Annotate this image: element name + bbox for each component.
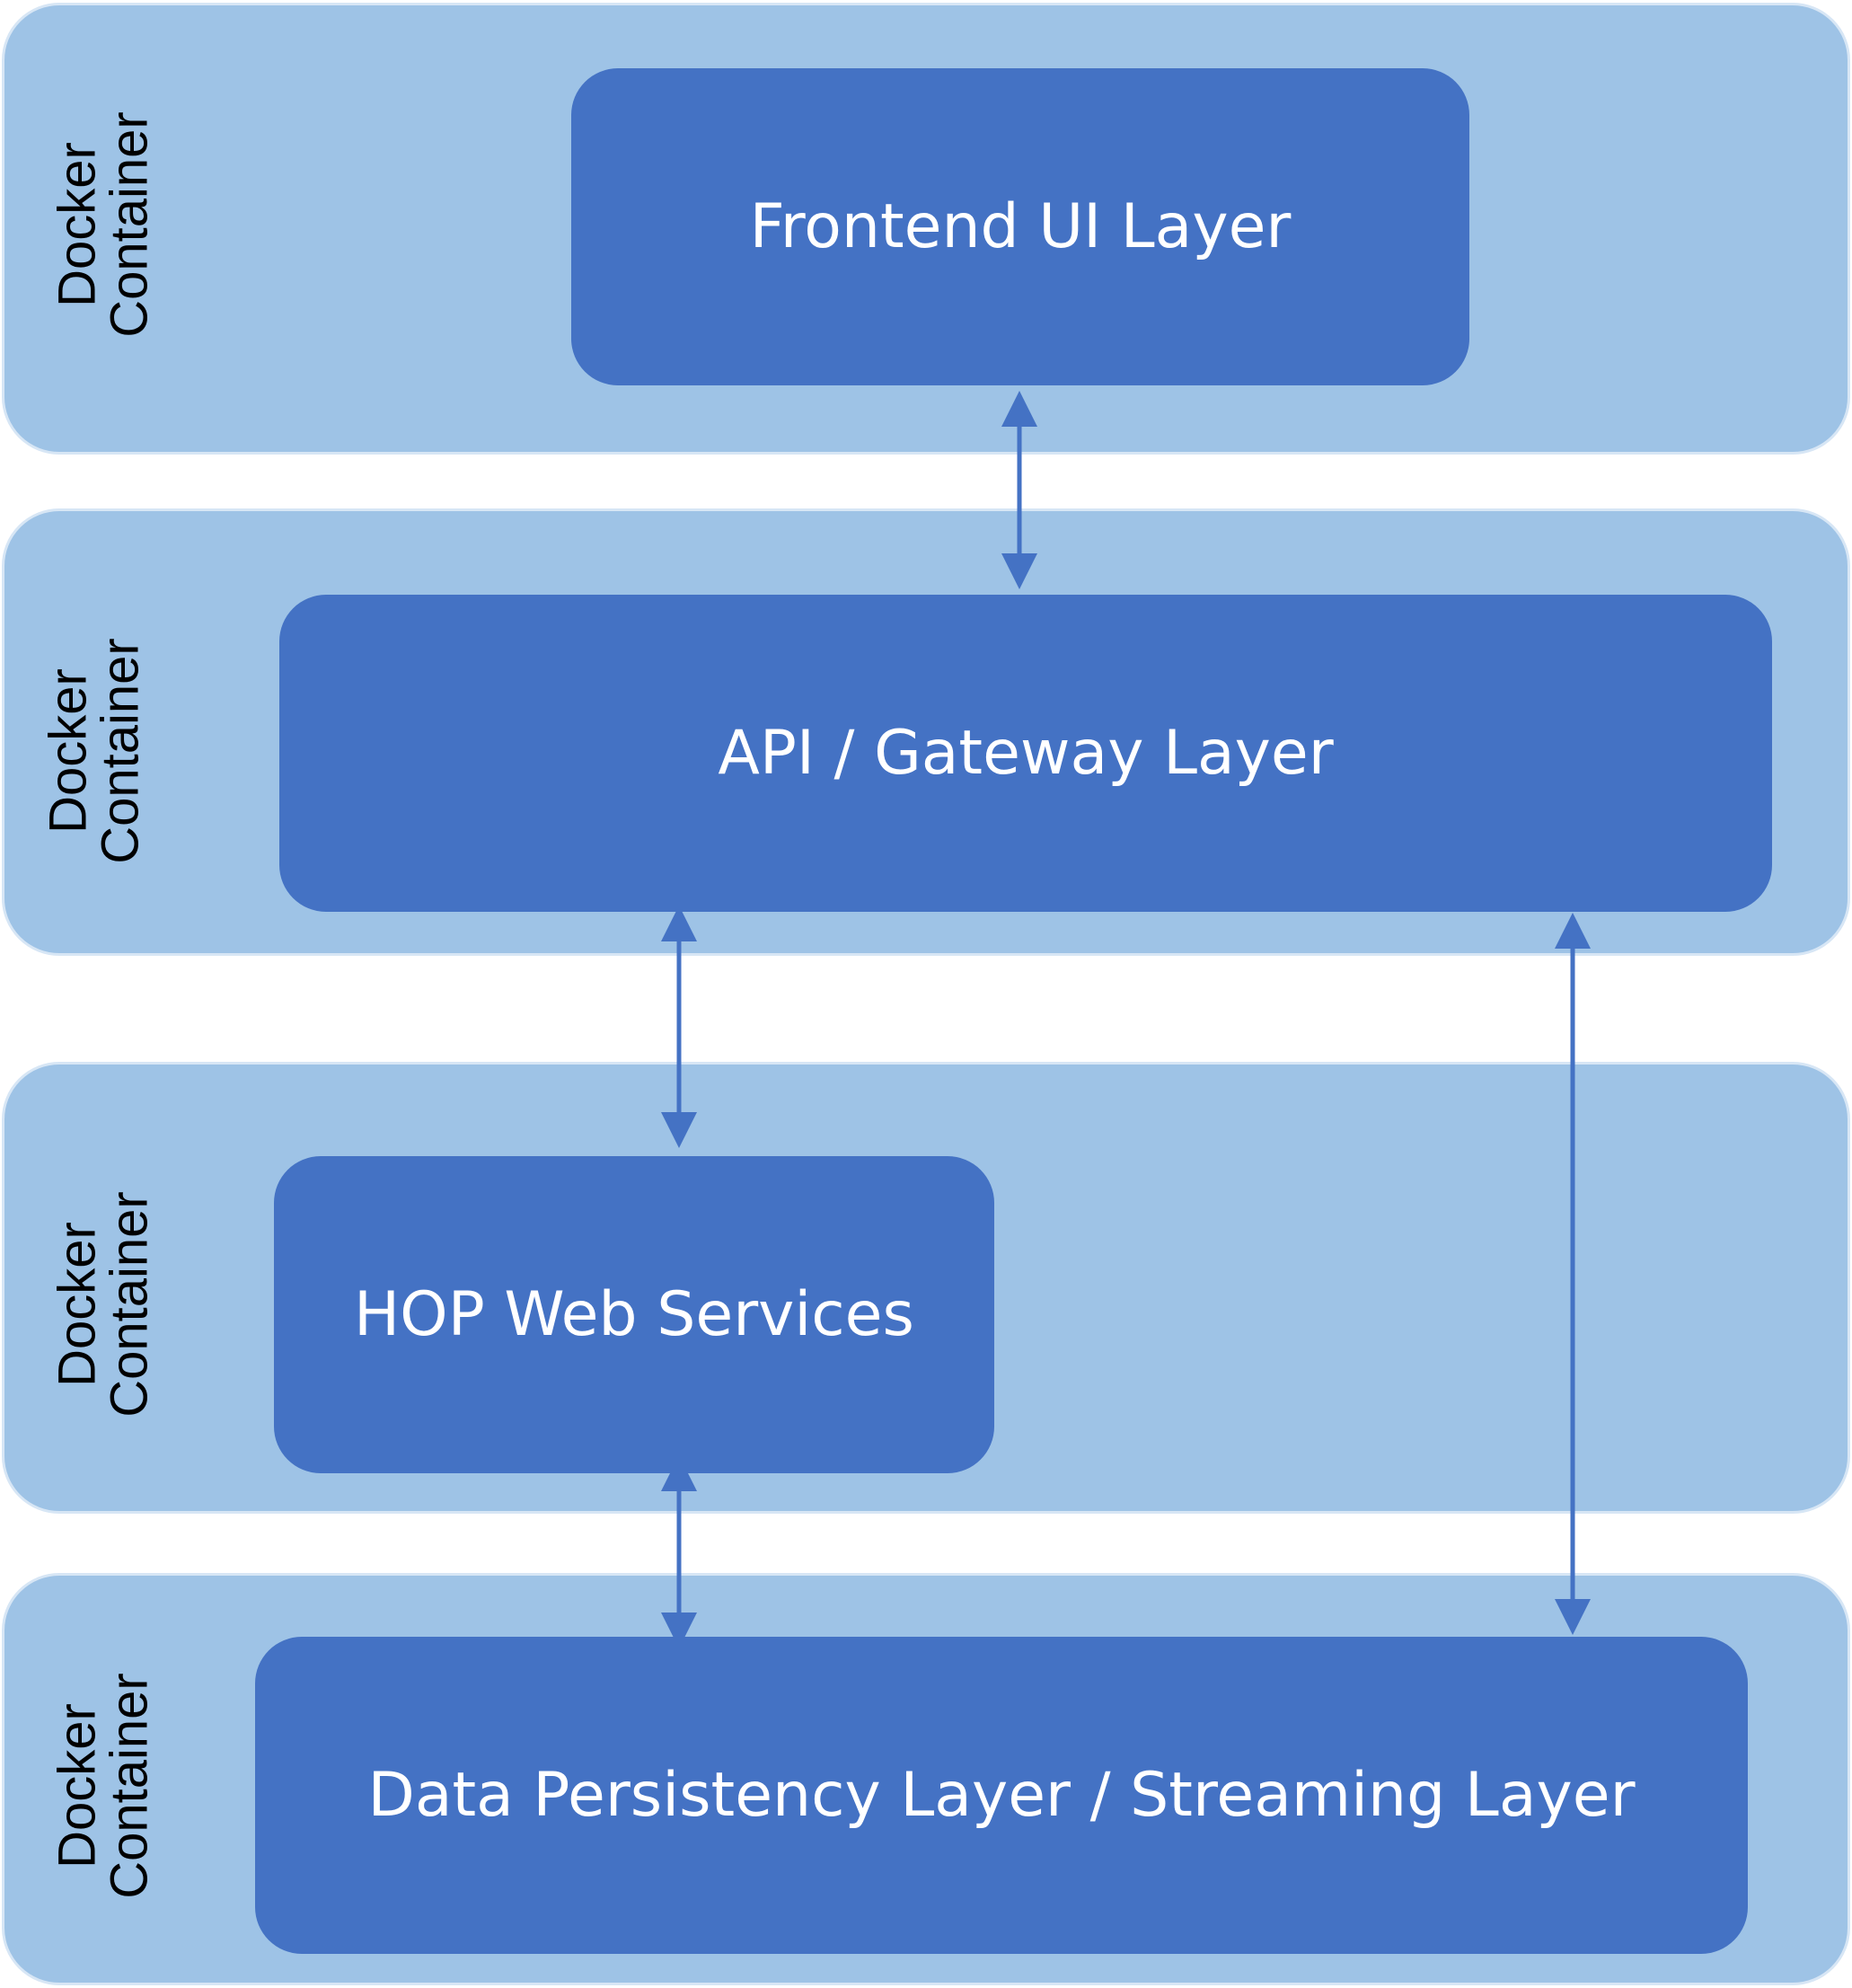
- frontend-ui-layer-label: Frontend UI Layer: [749, 190, 1292, 262]
- container-label-text: Docker Container: [49, 111, 160, 338]
- container-label-line2: Container: [101, 1673, 160, 1899]
- container-label-text: Docker Container: [49, 1191, 160, 1418]
- container-label-line2: Container: [92, 638, 151, 864]
- container-label-line1: Docker: [49, 1703, 108, 1869]
- frontend-ui-layer-box: Frontend UI Layer: [571, 68, 1469, 385]
- container-label-line2: Container: [101, 1191, 160, 1418]
- container-label-line1: Docker: [49, 1222, 108, 1387]
- container-label-line1: Docker: [49, 142, 108, 307]
- api-gateway-layer-box: API / Gateway Layer: [279, 595, 1772, 912]
- container-label-line1: Docker: [40, 668, 99, 834]
- container-label-text: Docker Container: [40, 638, 151, 864]
- container-label-api-gateway: Docker Container: [40, 571, 150, 931]
- container-label-text: Docker Container: [49, 1673, 160, 1899]
- container-label-hop-web-services: Docker Container: [49, 1125, 159, 1484]
- hop-web-services-box: HOP Web Services: [274, 1156, 994, 1473]
- api-gateway-layer-label: API / Gateway Layer: [718, 717, 1334, 789]
- container-label-data-persistency: Docker Container: [49, 1606, 159, 1966]
- data-persistency-streaming-layer-label: Data Persistency Layer / Streaming Layer: [367, 1759, 1636, 1831]
- data-persistency-streaming-layer-box: Data Persistency Layer / Streaming Layer: [255, 1637, 1748, 1954]
- container-label-frontend: Docker Container: [49, 45, 159, 404]
- hop-web-services-label: HOP Web Services: [354, 1278, 914, 1350]
- container-label-line2: Container: [101, 111, 160, 338]
